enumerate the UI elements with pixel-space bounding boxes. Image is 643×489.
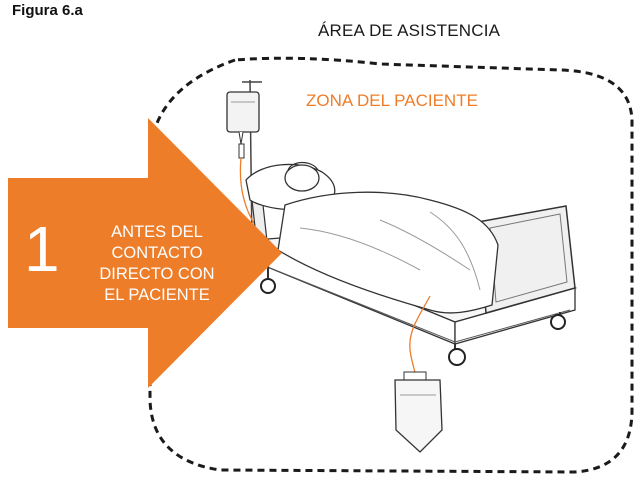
patient-zone-label: ZONA DEL PACIENTE: [306, 91, 478, 110]
moment-number: 1: [24, 213, 60, 285]
moment-arrow: [8, 118, 282, 388]
moment-text-line: EL PACIENTE: [104, 286, 210, 304]
moment-text-line: ANTES DEL: [111, 223, 203, 241]
care-area-label: ÁREA DE ASISTENCIA: [318, 21, 501, 40]
moment-description: ANTES DEL CONTACTO DIRECTO CON EL PACIEN…: [72, 222, 242, 306]
moment-text-line: CONTACTO: [111, 244, 203, 262]
urine-bag-icon: [394, 295, 443, 453]
figure-label: Figura 6.a: [12, 2, 83, 19]
patient-icon: [245, 161, 499, 314]
moment-text-line: DIRECTO CON: [99, 265, 215, 283]
